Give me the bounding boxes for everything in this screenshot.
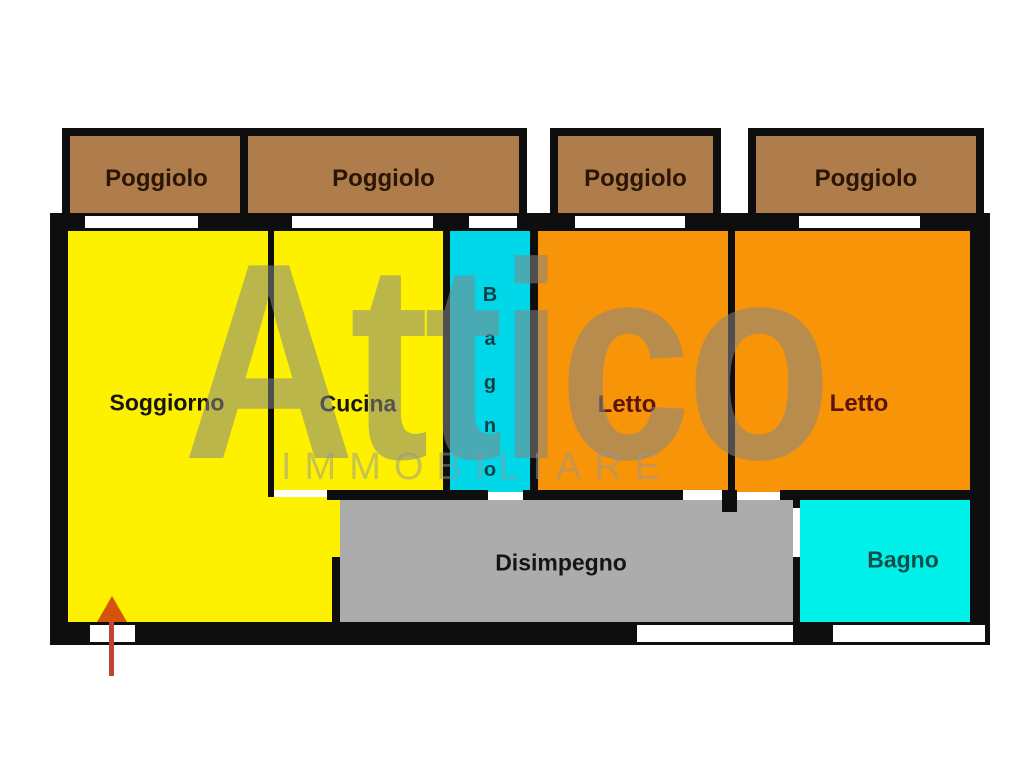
room-letto-1 bbox=[538, 231, 728, 490]
wall-left bbox=[50, 213, 68, 645]
window-opening bbox=[469, 216, 517, 228]
wall-hallway-3 bbox=[722, 490, 737, 512]
wall-hallway-bath-bottom bbox=[793, 557, 800, 622]
room-bagno bbox=[800, 500, 970, 622]
window-opening bbox=[833, 625, 985, 642]
letter: o bbox=[483, 459, 497, 481]
wall-bath-corridor-left bbox=[443, 231, 450, 500]
window-opening bbox=[799, 216, 920, 228]
label-letto-2: Letto bbox=[829, 390, 889, 417]
label-bagno-corridoio-vertical: B a g n o bbox=[450, 285, 530, 480]
entrance-arrow-icon bbox=[97, 596, 127, 622]
balcony-2-label: Poggiolo bbox=[332, 164, 435, 192]
wall-top bbox=[50, 213, 990, 231]
label-soggiorno: Soggiorno bbox=[109, 389, 225, 416]
letter: n bbox=[483, 415, 497, 438]
balcony-4-label: Poggiolo bbox=[814, 164, 918, 192]
wall-soggiorno-cucina bbox=[268, 231, 274, 497]
wall-hallway-4 bbox=[780, 490, 970, 500]
wall-hallway-bath-top bbox=[793, 500, 800, 508]
balcony-3-label: Poggiolo bbox=[584, 164, 687, 192]
room-soggiorno bbox=[68, 231, 268, 622]
letter: a bbox=[484, 327, 496, 350]
label-cucina: Cucina bbox=[319, 390, 397, 417]
wall-hallway-1 bbox=[327, 490, 488, 500]
wall-bath-corridor-right bbox=[530, 231, 538, 500]
entrance-arrow-shaft bbox=[109, 618, 114, 676]
window-opening bbox=[575, 216, 685, 228]
room-cucina bbox=[274, 231, 443, 490]
label-letto-1: Letto bbox=[597, 391, 657, 418]
window-opening bbox=[292, 216, 433, 228]
label-bagno: Bagno bbox=[867, 546, 939, 573]
room-disimpegno bbox=[340, 500, 793, 622]
window-opening bbox=[637, 625, 793, 642]
letter: B bbox=[482, 284, 498, 306]
window-opening bbox=[85, 216, 198, 228]
wall-between-bedrooms bbox=[728, 231, 735, 490]
balcony-4: Poggiolo bbox=[748, 128, 984, 229]
balcony-1: Poggiolo bbox=[62, 128, 251, 229]
room-letto-2 bbox=[735, 231, 970, 492]
label-disimpegno: Disimpegno bbox=[495, 549, 627, 576]
room-soggiorno-extension bbox=[268, 497, 340, 622]
balcony-3: Poggiolo bbox=[550, 128, 721, 229]
wall-right bbox=[970, 213, 990, 645]
balcony-1-label: Poggiolo bbox=[105, 164, 208, 192]
room-bagno-corridoio bbox=[450, 231, 530, 492]
wall-hallway-2 bbox=[523, 490, 683, 500]
wall-soggiorno-hallway bbox=[332, 557, 340, 622]
letter: g bbox=[483, 371, 497, 394]
